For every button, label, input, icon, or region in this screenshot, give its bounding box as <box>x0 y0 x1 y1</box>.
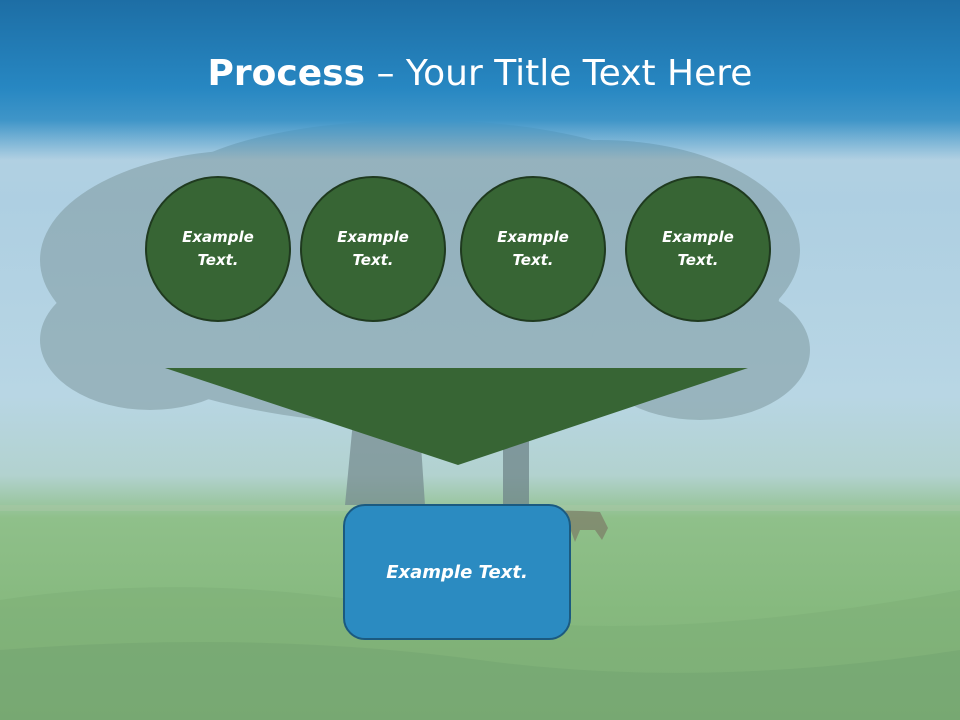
title-rest-text: – Your Title Text Here <box>365 53 753 94</box>
process-circle-2[interactable]: Example Text. <box>300 176 446 322</box>
title-bold-text: Process <box>207 53 366 94</box>
circle-label: Example Text. <box>497 228 569 269</box>
circle-label: Example Text. <box>182 228 254 269</box>
slide-title[interactable]: Process – Your Title Text Here <box>0 50 960 98</box>
process-circle-4[interactable]: Example Text. <box>625 176 771 322</box>
result-box-label: Example Text. <box>386 561 528 583</box>
process-circle-1[interactable]: Example Text. <box>145 176 291 322</box>
header-band <box>0 0 960 160</box>
circle-label: Example Text. <box>337 228 409 269</box>
process-circle-3[interactable]: Example Text. <box>460 176 606 322</box>
circle-label: Example Text. <box>662 228 734 269</box>
result-box[interactable]: Example Text. <box>343 504 571 640</box>
